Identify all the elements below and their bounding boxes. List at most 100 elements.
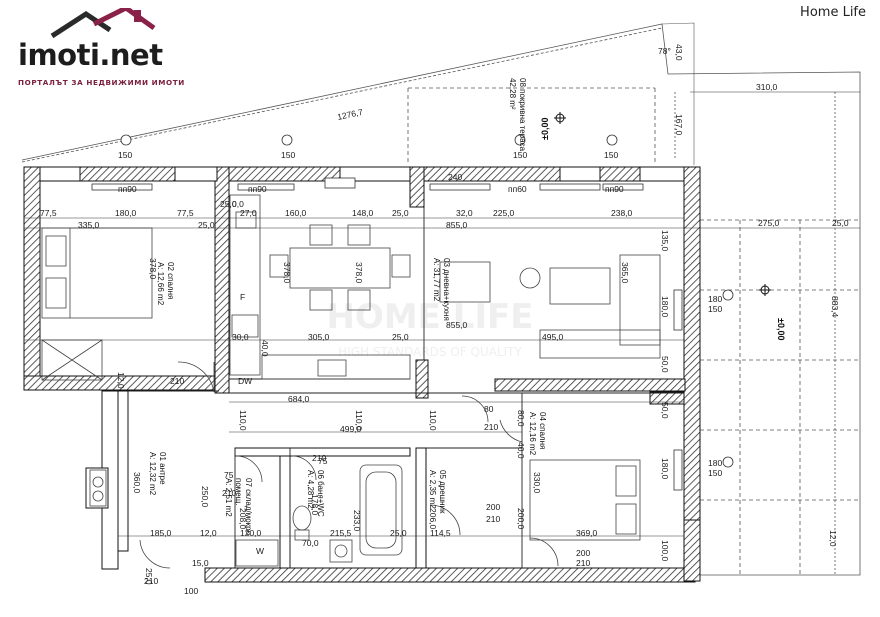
dim-label: 100 (184, 586, 198, 596)
dim-label: 210 (312, 453, 326, 463)
dim-label: 210 (170, 376, 184, 386)
opening-dim: 150 (281, 150, 295, 160)
dim-label: 43,0 (674, 44, 684, 61)
svg-text:01 антре: 01 антре (158, 452, 167, 485)
dim-label: 210 (486, 514, 500, 524)
svg-text:05 дрешник: 05 дрешник (438, 470, 447, 514)
dim-label: 180,0 (660, 296, 670, 318)
dim-label: 360,0 (132, 472, 142, 494)
dim-label: 200,0 (516, 508, 526, 530)
sofa-living (439, 254, 661, 359)
bed-bedroom-2 (529, 459, 641, 541)
dim-label: DW (238, 376, 252, 386)
dim-label: 369,0 (576, 528, 598, 538)
dim-label: 185,0 (150, 528, 172, 538)
wardrobe-entrance (89, 469, 279, 567)
dim-label: 305,0 (308, 332, 330, 342)
dim-label: 25,0 (390, 528, 407, 538)
dim-label: 30,0 (232, 332, 249, 342)
dim-label: 210 (576, 558, 590, 568)
dim-label: 135,0 (660, 230, 670, 252)
dim-label: 240 (448, 172, 462, 182)
dim-label: 80 (484, 404, 494, 414)
dim-label: 27,0 (240, 208, 257, 218)
svg-text:03 дневна+кухня: 03 дневна+кухня (442, 258, 451, 321)
dim-label: 200 (576, 548, 590, 558)
dim-label: F (240, 292, 245, 302)
windows (91, 177, 683, 491)
svg-text:А: 31,77 m2: А: 31,77 m2 (432, 258, 441, 302)
level-label: ±0,00 (776, 318, 786, 340)
dim-label: 40,0 (516, 442, 526, 459)
bed-bedroom-1 (41, 227, 153, 381)
dim-label: 160,0 (285, 208, 307, 218)
dim-label: 1276,7 (336, 107, 364, 122)
dim-label: 225,0 (493, 208, 515, 218)
room-label-wardrobe: 05 дрешник А: 2,35 m2 (428, 470, 447, 514)
watermark: HOME LIFE HIGH STANDARDS OF QUALITY (326, 297, 533, 359)
room-label-storage: 07 склад/мокро помещ. А: 2,51 m2 (224, 478, 253, 536)
window-label: пп90 (118, 184, 137, 194)
dining-table (269, 224, 411, 311)
room-label-entrance: 01 антре А: 12,32 m2 (148, 452, 167, 496)
opening-dim: 150 (118, 150, 132, 160)
dim-label: 378,0 (148, 258, 158, 280)
dim-label: 206,0 (428, 508, 438, 530)
level-label: ±0,00 (540, 118, 550, 140)
watermark-main: HOME LIFE (326, 297, 533, 337)
room-label-bedroom-1: 02 спалня А: 12,66 m2 (156, 262, 175, 306)
dim-label: 50,0 (660, 356, 670, 373)
dim-label: 180,0 (660, 458, 670, 480)
doors (139, 361, 559, 569)
svg-text:помещ.: помещ. (234, 478, 243, 506)
imoti-logo[interactable]: imoti.net ПОРТАЛЪТ ЗА НЕДВИЖИМИ ИМОТИ (8, 8, 184, 87)
room-label-bedroom-2: 04 спалня А: 12,16 m2 (528, 412, 547, 456)
house-roof-icon (50, 8, 156, 39)
dim-label: 114,5 (430, 528, 451, 538)
dim-label: 180,0 (115, 208, 137, 218)
svg-text:07 склад/мокро: 07 склад/мокро (244, 478, 253, 536)
dim-label: 25,0 (220, 199, 237, 209)
dim-label: 100,0 (660, 540, 670, 562)
dim-label: 215,5 (330, 528, 352, 538)
dim-label: 148,0 (352, 208, 374, 218)
room-label-living: 03 дневна+кухня А: 31,77 m2 (432, 258, 451, 321)
dim-label: 32,0 (456, 208, 473, 218)
dim-label: 15,0 (192, 558, 209, 568)
watermark-sub: HIGH STANDARDS OF QUALITY (338, 345, 522, 359)
dim-label: 208,0 (238, 508, 248, 530)
dim-label: 855,0 (446, 220, 468, 230)
roof-terrace-outline (21, 22, 861, 576)
dim-label: 210 (484, 422, 498, 432)
dim-label: 110,0 (238, 410, 248, 431)
opening-dim: 180 (708, 294, 722, 304)
dim-label: 12,0 (200, 528, 217, 538)
dim-label: 330,0 (532, 472, 542, 494)
dim-label: 210 (144, 576, 158, 586)
dim-label: 883,4 (830, 296, 840, 318)
dim-label: 75 (224, 470, 234, 480)
dim-label: 77,5 (177, 208, 194, 218)
dim-label: 25,0 (392, 332, 409, 342)
facade-markers (120, 134, 734, 468)
svg-text:А: 12,32 m2: А: 12,32 m2 (148, 452, 157, 496)
opening-dim: 150 (513, 150, 527, 160)
dim-label: 495,0 (542, 332, 564, 342)
angle-label: 78° (658, 46, 671, 56)
dim-label: 25,0 (832, 218, 849, 228)
brand-label: Home Life (800, 5, 866, 20)
dim-label: 310,0 (756, 82, 778, 92)
dim-label: 233,0 (352, 510, 362, 532)
svg-text:08 покривна тераса: 08 покривна тераса (518, 78, 527, 152)
dim-label: 70,0 (302, 538, 319, 548)
level-marker-top: ±0,00 (540, 112, 566, 140)
dim-label: 200 (486, 502, 500, 512)
opening-dim: 150 (708, 468, 722, 478)
kitchen-counter (229, 194, 411, 380)
dim-label: 12,0 (828, 530, 838, 547)
dim-label: 120,0 (240, 528, 262, 538)
room-label-terrace: 08 покривна тераса 42,28 m² (508, 78, 527, 152)
dim-label: 40,0 (260, 340, 270, 357)
svg-text:06 баня+WC: 06 баня+WC (316, 470, 325, 517)
